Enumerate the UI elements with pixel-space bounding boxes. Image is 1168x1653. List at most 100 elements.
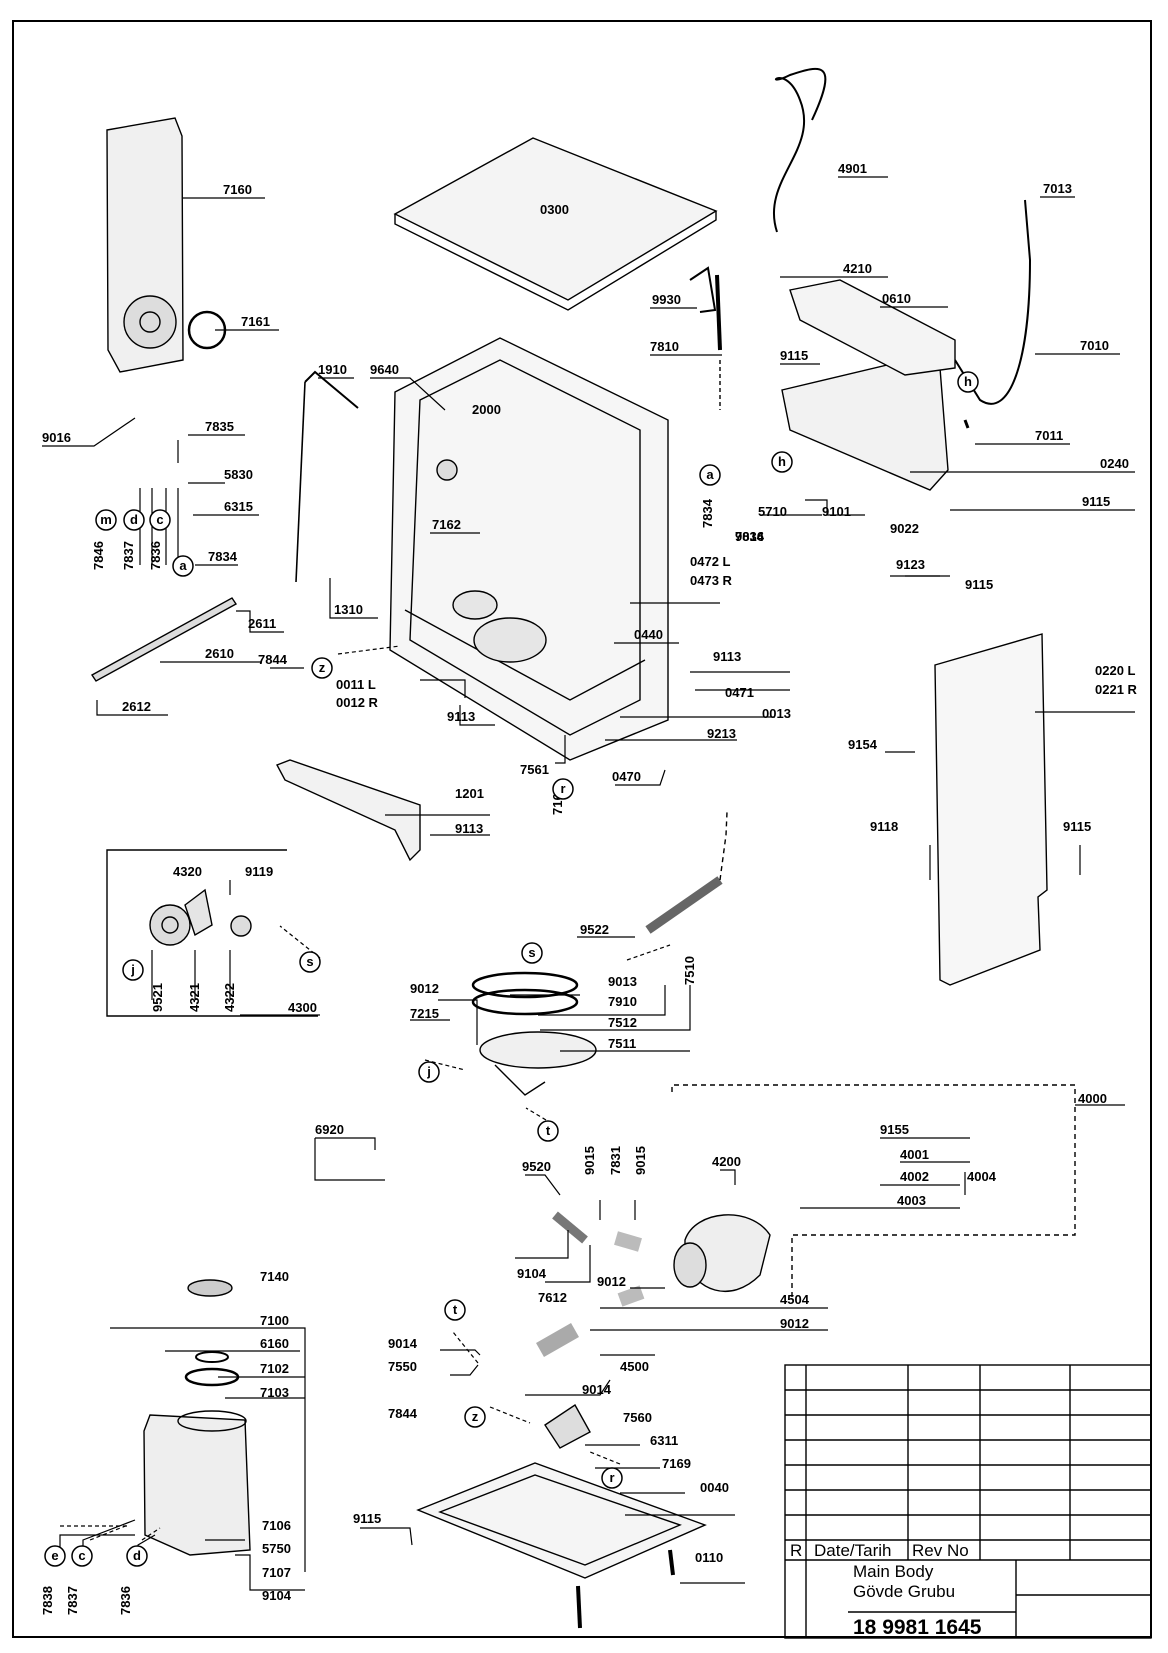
part-label-p9118: 9118 [870, 819, 898, 834]
part-label-p4200: 4200 [712, 1154, 741, 1169]
part-label-p9115c: 9115 [965, 577, 993, 592]
part-label-p9014a: 9014 [388, 1336, 418, 1351]
connection-marker-m_r2: r [601, 1467, 623, 1489]
part-label-p7560: 7560 [623, 1410, 652, 1425]
frame-0240 [781, 355, 949, 491]
connection-marker-m_a2: a [699, 464, 721, 486]
part-label-p9520: 9520 [522, 1159, 551, 1174]
part-label-p9115d: 9115 [1063, 819, 1091, 834]
drawing-frame [12, 20, 1152, 1638]
connection-marker-m_d1: d [123, 509, 145, 531]
part-label-p6315: 6315 [224, 499, 253, 514]
part-label-p9123: 9123 [896, 557, 925, 572]
part-label-p2000: 2000 [472, 402, 501, 417]
connection-marker-m_e: e [44, 1545, 66, 1567]
part-label-p4002: 4002 [900, 1169, 929, 1184]
part-label-p4300: 4300 [288, 1000, 317, 1015]
part-label-v9015b: 9015 [633, 1146, 648, 1175]
part-label-p4210: 4210 [843, 261, 872, 276]
plate-1201 [276, 759, 421, 862]
connection-marker-m_z1: z [311, 657, 333, 679]
connection-marker-m_d2: d [126, 1545, 148, 1567]
drawing-name-tr: Gövde Grubu [853, 1582, 955, 1601]
part-label-p9014b: 9014 [582, 1382, 612, 1397]
part-label-p9016b: 9016 [735, 529, 764, 544]
part-label-p7162: 7162 [432, 517, 461, 532]
part-label-p0040: 0040 [700, 1480, 729, 1495]
marker-letter: a [179, 558, 187, 573]
connection-marker-m_a1: a [172, 555, 194, 577]
part-label-p9119: 9119 [245, 864, 273, 879]
part-label-v7510: 7510 [682, 956, 697, 985]
part-label-p7013: 7013 [1043, 181, 1072, 196]
part-label-p9012c: 9012 [780, 1316, 809, 1331]
part-label-p7107: 7107 [262, 1565, 291, 1580]
marker-letter: m [100, 512, 112, 527]
rev-header: Rev No [912, 1541, 969, 1560]
part-label-p7010: 7010 [1080, 338, 1109, 353]
part-label-p1201: 1201 [455, 786, 484, 801]
part-label-p5710: 5710 [758, 504, 787, 519]
part-label-p7612: 7612 [538, 1290, 567, 1305]
marker-letter: d [130, 512, 138, 527]
cable-4901 [772, 67, 827, 233]
part-label-p7169b: 7169 [662, 1456, 691, 1471]
part-label-v7837a: 7837 [121, 541, 136, 570]
part-label-p9640: 9640 [370, 362, 399, 377]
connection-marker-m_m: m [95, 509, 117, 531]
part-label-v4322: 4322 [222, 983, 237, 1012]
part-label-p7550: 7550 [388, 1359, 417, 1374]
part-label-p7511: 7511 [608, 1036, 636, 1051]
part-label-p6160: 6160 [260, 1336, 289, 1351]
part-label-p0012: 0012 R [336, 695, 379, 710]
part-label-p0470: 0470 [612, 769, 641, 784]
marker-letter: c [78, 1548, 85, 1563]
connection-marker-m_s1: s [299, 951, 321, 973]
drawing-name-en: Main Body [853, 1562, 934, 1581]
base-tray-0040 [416, 1462, 707, 1579]
part-label-p9115e: 9115 [353, 1511, 381, 1526]
part-label-p4504: 4504 [780, 1292, 810, 1307]
part-label-p6920: 6920 [315, 1122, 344, 1137]
part-label-p7844a: 7844 [258, 652, 288, 667]
bar-0610 [789, 279, 956, 376]
countertop-0300 [393, 137, 718, 301]
pipe-4500 [536, 1323, 579, 1357]
marker-letter: r [560, 781, 565, 796]
part-label-p9155: 9155 [880, 1122, 909, 1137]
part-label-p7103: 7103 [260, 1385, 289, 1400]
part-label-p9115a: 9115 [780, 348, 808, 363]
group-box-4300 [106, 849, 318, 1017]
marker-letter: h [964, 374, 972, 389]
rev-marker: R [790, 1541, 802, 1560]
part-label-p7810: 7810 [650, 339, 679, 354]
marker-letter: r [609, 1470, 614, 1485]
part-label-v7836b: 7836 [118, 1586, 133, 1615]
part-label-p1910: 1910 [318, 362, 347, 377]
spring-7810 [715, 274, 722, 351]
drawing-number: 18 9981 1645 [853, 1616, 982, 1639]
part-label-p7102: 7102 [260, 1361, 289, 1376]
part-label-p0472: 0472 L [690, 554, 731, 569]
part-label-v7837b: 7837 [65, 1586, 80, 1615]
part-label-p6311: 6311 [650, 1433, 678, 1448]
marker-letter: z [319, 660, 326, 675]
part-label-p0440: 0440 [634, 627, 663, 642]
part-label-p9213: 9213 [707, 726, 736, 741]
part-label-p0240: 0240 [1100, 456, 1129, 471]
part-label-p4000: 4000 [1078, 1091, 1107, 1106]
part-label-p0610: 0610 [882, 291, 911, 306]
part-label-v9015a: 9015 [582, 1146, 597, 1175]
part-label-p9104a: 9104 [517, 1266, 547, 1281]
connection-marker-m_t2: t [444, 1299, 466, 1321]
part-label-p7835: 7835 [205, 419, 234, 434]
part-label-p0473: 0473 R [690, 573, 733, 588]
sump-7511 [479, 1031, 597, 1069]
part-label-v7836a: 7836 [148, 541, 163, 570]
part-label-p0220: 0220 L [1095, 663, 1136, 678]
part-label-p9113c: 9113 [455, 821, 483, 836]
part-label-v9521: 9521 [150, 983, 165, 1012]
hose-7010 [954, 199, 1032, 405]
part-label-p9104b: 9104 [262, 1588, 292, 1603]
connection-marker-m_j2: j [418, 1061, 440, 1083]
